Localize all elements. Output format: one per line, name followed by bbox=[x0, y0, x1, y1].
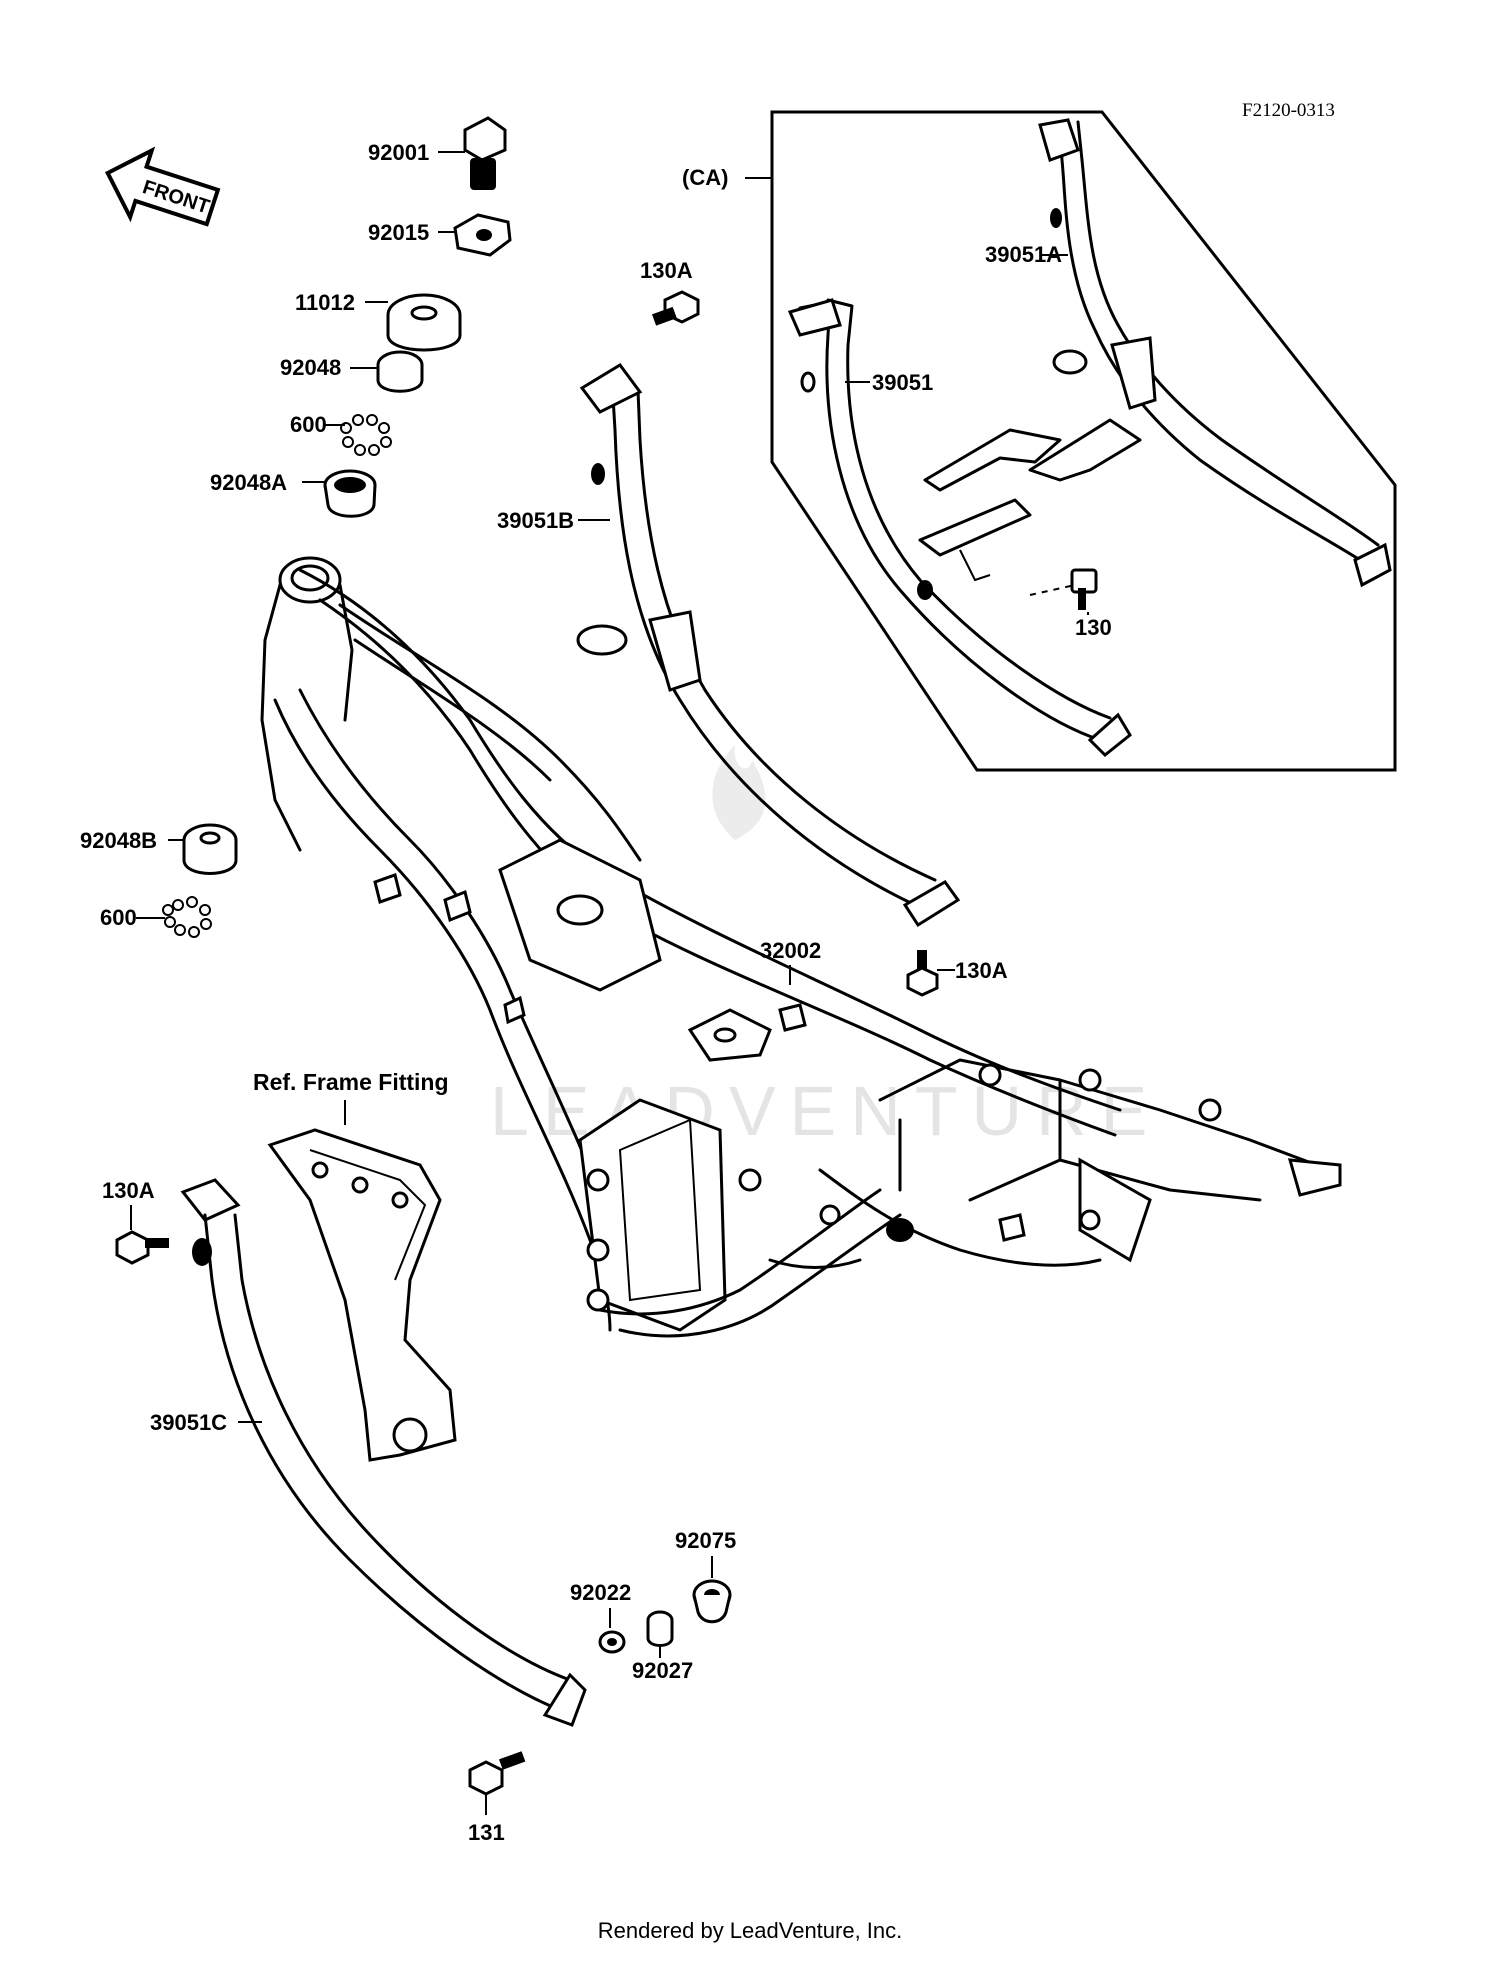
part-label-92027: 92027 bbox=[632, 1658, 693, 1683]
bolt-130A-left: 130A bbox=[102, 1178, 169, 1265]
part-label-92048: 92048 bbox=[280, 355, 341, 380]
part-label-92022: 92022 bbox=[570, 1580, 631, 1605]
part-label-11012: 11012 bbox=[295, 290, 355, 315]
front-arrow-icon: FRONT bbox=[105, 146, 221, 227]
part-label-92048B: 92048B bbox=[80, 828, 157, 853]
part-label-32002: 32002 bbox=[760, 938, 821, 963]
bolt-130A-mid: 130A bbox=[906, 950, 1008, 997]
reference-note: Ref. Frame Fitting bbox=[253, 1069, 449, 1095]
part-label-39051: 39051 bbox=[872, 370, 933, 395]
part-label-92015: 92015 bbox=[368, 220, 429, 245]
part-label-130A-left: 130A bbox=[102, 1178, 155, 1203]
part-label-92001: 92001 bbox=[368, 140, 429, 165]
part-label-92048A: 92048A bbox=[210, 470, 287, 495]
part-label-39051C: 39051C bbox=[150, 1410, 227, 1435]
california-label: (CA) bbox=[682, 165, 728, 190]
part-label-130: 130 bbox=[1075, 615, 1112, 640]
diagram-code: F2120-0313 bbox=[1242, 100, 1335, 121]
bar-39051B: 39051B bbox=[497, 363, 961, 928]
frame-fitting-reference: Ref. Frame Fitting bbox=[253, 1069, 457, 1462]
part-label-600-bottom: 600 bbox=[100, 905, 137, 930]
part-label-130A-top: 130A bbox=[640, 258, 693, 283]
part-label-92075: 92075 bbox=[675, 1528, 736, 1553]
california-inset: (CA) 39051A 39051 130 bbox=[682, 110, 1397, 772]
bar-39051C: 39051C bbox=[150, 1178, 587, 1727]
part-label-600-top: 600 bbox=[290, 412, 327, 437]
bolt-130A-top: 130A bbox=[640, 258, 700, 326]
main-frame-32002: 32002 bbox=[260, 556, 1342, 1338]
steering-parts-stack: 92001 92015 11012 92048 600 92048A bbox=[80, 116, 512, 938]
bottom-hardware: 92075 92022 92027 131 bbox=[468, 1528, 736, 1845]
footer-credit: Rendered by LeadVenture, Inc. bbox=[597, 1918, 903, 1943]
part-label-39051B: 39051B bbox=[497, 508, 574, 533]
part-label-130A-mid: 130A bbox=[955, 958, 1008, 983]
part-label-131: 131 bbox=[468, 1820, 505, 1845]
